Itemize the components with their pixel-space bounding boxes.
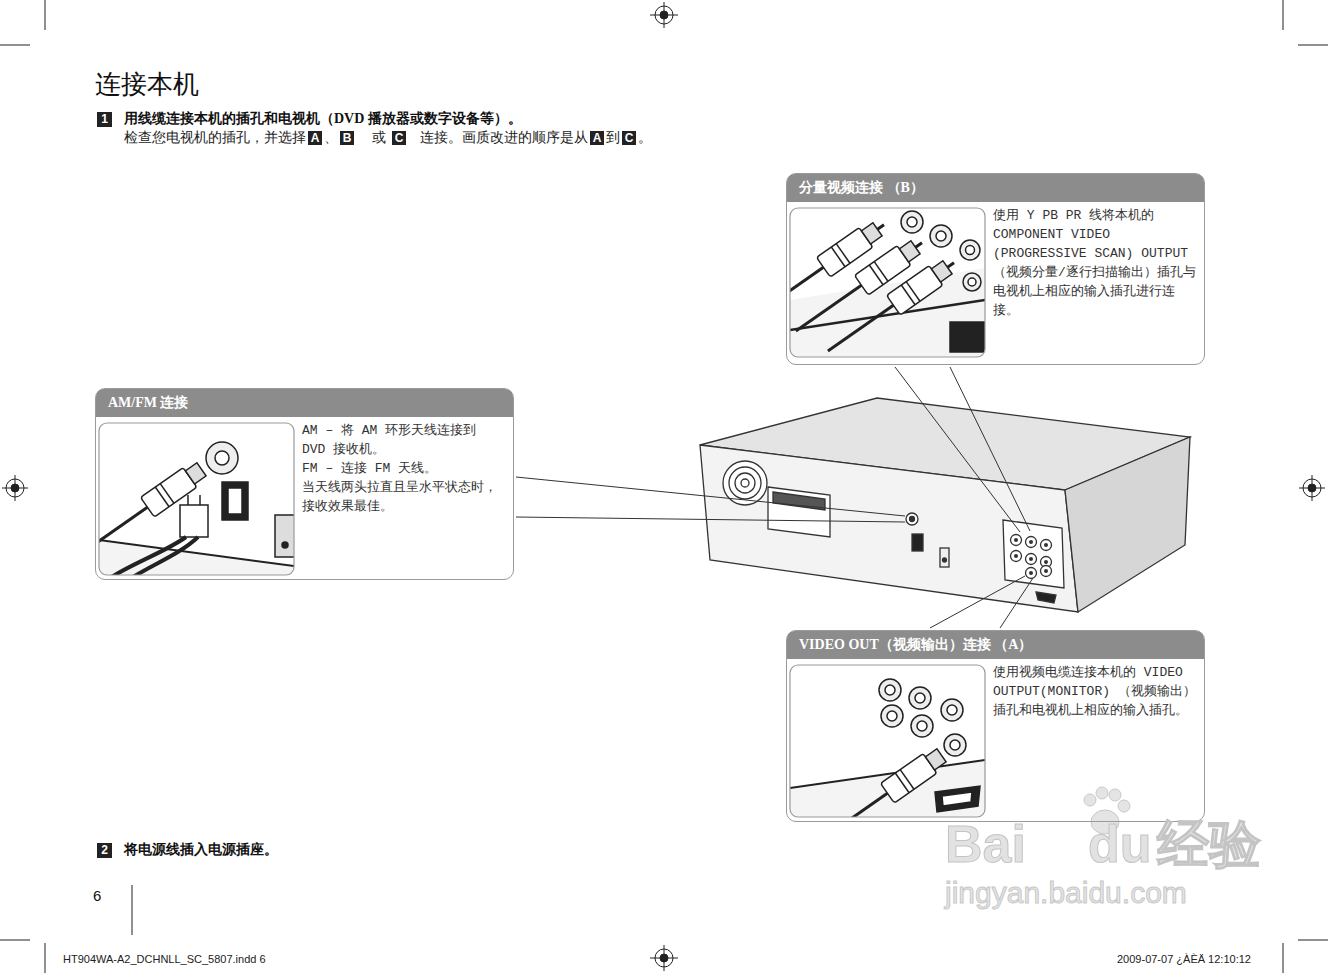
step-number: 1: [97, 112, 112, 127]
step-text: 将电源线插入电源插座。: [124, 842, 278, 857]
panel-heading: VIDEO OUT（视频输出）连接 （A）: [787, 631, 1204, 659]
panel-body: 使用 Y PB PR 线将本机的 COMPONENT VIDEO (PROGRE…: [787, 202, 1204, 328]
picture-frame: [790, 665, 985, 817]
leader-lines: [516, 367, 1033, 628]
option-badge: C: [392, 131, 406, 145]
step-text: 用线缆连接本机的插孔和电视机（DVD 播放器或数字设备等）。: [124, 111, 522, 126]
panel-text: AM – 将 AM 环形天线连接到 DVD 接收机。: [302, 421, 505, 459]
panel-text: 使用视频电缆连接本机的 VIDEO OUTPUT(MONITOR) （视频输出）…: [993, 663, 1196, 720]
label-line: 6: [93, 887, 101, 905]
option-badge: B: [340, 131, 354, 145]
watermark: jingyan.baidu.com: [945, 876, 1187, 909]
option-badge: C: [622, 131, 636, 145]
label-line: 2009-07-07 ¿ÀÈÄ 12:10:12: [1117, 949, 1251, 967]
dvd-receiver: [700, 398, 1190, 612]
label-line: 1 用线缆连接本机的插孔和电视机（DVD 播放器或数字设备等）。: [97, 109, 522, 128]
callout-panel: VIDEO OUT（视频输出）连接 （A） 使用视频电缆连接本机的 VIDEO O…: [786, 630, 1205, 822]
callout-panel: 分量视频连接 （B） 使用 Y PB PR 线将本机的 COMPONENT VID…: [786, 173, 1205, 365]
callout-panel: AM/FM 连接AM – 将 AM 环形天线连接到 DVD 接收机。FM – 连…: [95, 388, 514, 580]
watermark: du: [1088, 815, 1152, 873]
file-footer: HT904WA-A2_DCHNLL_SC_5807.indd 6: [63, 953, 266, 965]
date-footer: 2009-07-07 ¿ÀÈÄ 12:10:12: [1117, 953, 1251, 965]
instruction-text: 连接。画质改进的顺序是从: [420, 130, 588, 145]
step-number: 2: [97, 843, 112, 858]
label-line: Bai du经验: [945, 810, 1261, 880]
panel-body: AM – 将 AM 环形天线连接到 DVD 接收机。FM – 连接 FM 天线。…: [96, 417, 513, 524]
video-out-picture: [790, 665, 985, 817]
panel-body: 使用视频电缆连接本机的 VIDEO OUTPUT(MONITOR) （视频输出）…: [787, 659, 1204, 728]
label-line: jingyan.baidu.com: [945, 876, 1187, 910]
picture-frame: [99, 423, 294, 575]
label-line: 2 将电源线插入电源插座。: [97, 840, 278, 859]
instruction-text: 。: [638, 130, 652, 145]
page-title: 连接本机: [95, 68, 199, 102]
instruction-text: 或: [372, 130, 386, 145]
page-number: 6: [93, 887, 101, 904]
watermark: 经验: [1157, 815, 1261, 873]
instruction-text: 、: [324, 130, 338, 145]
component-picture: [790, 208, 985, 357]
antenna-picture: [99, 423, 294, 575]
panel-heading: 分量视频连接 （B）: [787, 174, 1204, 202]
watermark: Bai: [945, 815, 1026, 873]
picture-frame: [790, 208, 985, 357]
label-line: 检查您电视机的插孔，并选择A、B或C连接。画质改进的顺序是从A到C。: [124, 128, 652, 147]
option-badge: A: [308, 131, 322, 145]
panel-heading: AM/FM 连接: [96, 389, 513, 417]
instruction-text: 到: [606, 130, 620, 145]
panel-text: FM – 连接 FM 天线。: [302, 459, 505, 478]
label-line: HT904WA-A2_DCHNLL_SC_5807.indd 6: [63, 949, 266, 967]
panel-text: 当天线两头拉直且呈水平状态时，接收效果最佳。: [302, 478, 505, 516]
instruction-text: 检查您电视机的插孔，并选择: [124, 130, 306, 145]
panel-text: 使用 Y PB PR 线将本机的 COMPONENT VIDEO (PROGRE…: [993, 206, 1196, 320]
option-badge: A: [590, 131, 604, 145]
